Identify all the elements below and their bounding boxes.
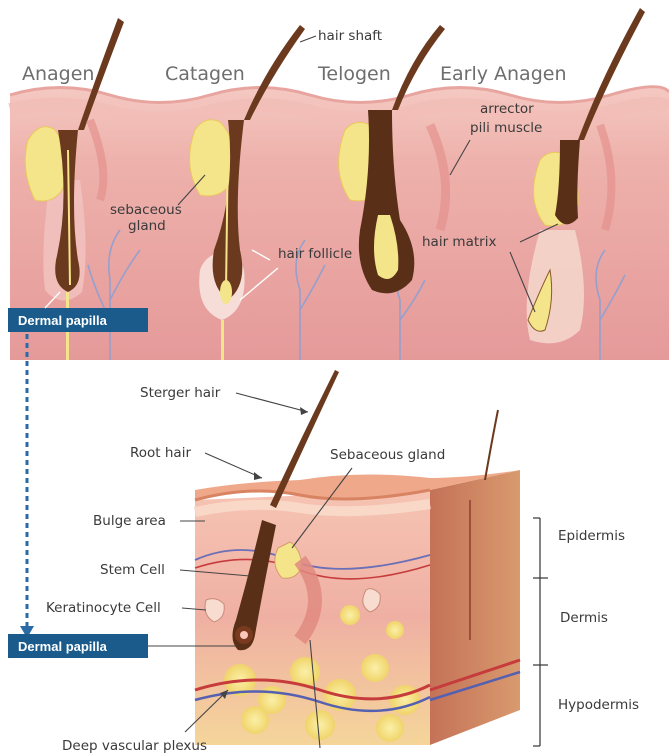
dermal-papilla-top-label: Dermal papilla [18, 313, 108, 328]
sebaceous-label-line2: gland [128, 218, 166, 234]
hypodermis-label: Hypodermis [558, 697, 639, 713]
hair-cycle-panel: Anagen Catagen Telogen Early Anagen hair… [8, 8, 669, 360]
root-hair-label: Root hair [130, 445, 191, 461]
arrector-label-line2: pili muscle [470, 120, 542, 136]
stage-label-catagen: Catagen [165, 63, 245, 85]
arrector-label-line1: arrector [480, 101, 534, 117]
epidermis-label: Epidermis [558, 528, 625, 544]
dermis-label: Dermis [560, 610, 608, 626]
bulge-area-label: Bulge area [93, 513, 166, 529]
sterger-hair-label: Sterger hair [140, 385, 221, 401]
stem-cell-label: Stem Cell [100, 562, 165, 578]
keratinocyte-cell-label: Keratinocyte Cell [46, 600, 161, 616]
sebaceous-gland-label: Sebaceous gland [330, 447, 445, 463]
skin-block-side [430, 470, 520, 745]
deep-vascular-plexus-label: Deep vascular plexus [62, 738, 207, 754]
hair-follicle-label: hair follicle [278, 246, 352, 262]
skin-block-panel: Epidermis Dermis Hypodermis Sterger hair… [8, 370, 639, 754]
stage-label-telogen: Telogen [317, 63, 391, 85]
layer-bracket [533, 518, 548, 746]
stage-label-early-anagen: Early Anagen [440, 63, 567, 85]
dermal-papilla-bottom-label: Dermal papilla [18, 639, 108, 654]
sebaceous-label-line1: sebaceous [110, 202, 182, 218]
hair-shaft-label: hair shaft [318, 28, 382, 44]
stage-label-anagen: Anagen [22, 63, 94, 85]
hair-matrix-label: hair matrix [422, 234, 496, 250]
